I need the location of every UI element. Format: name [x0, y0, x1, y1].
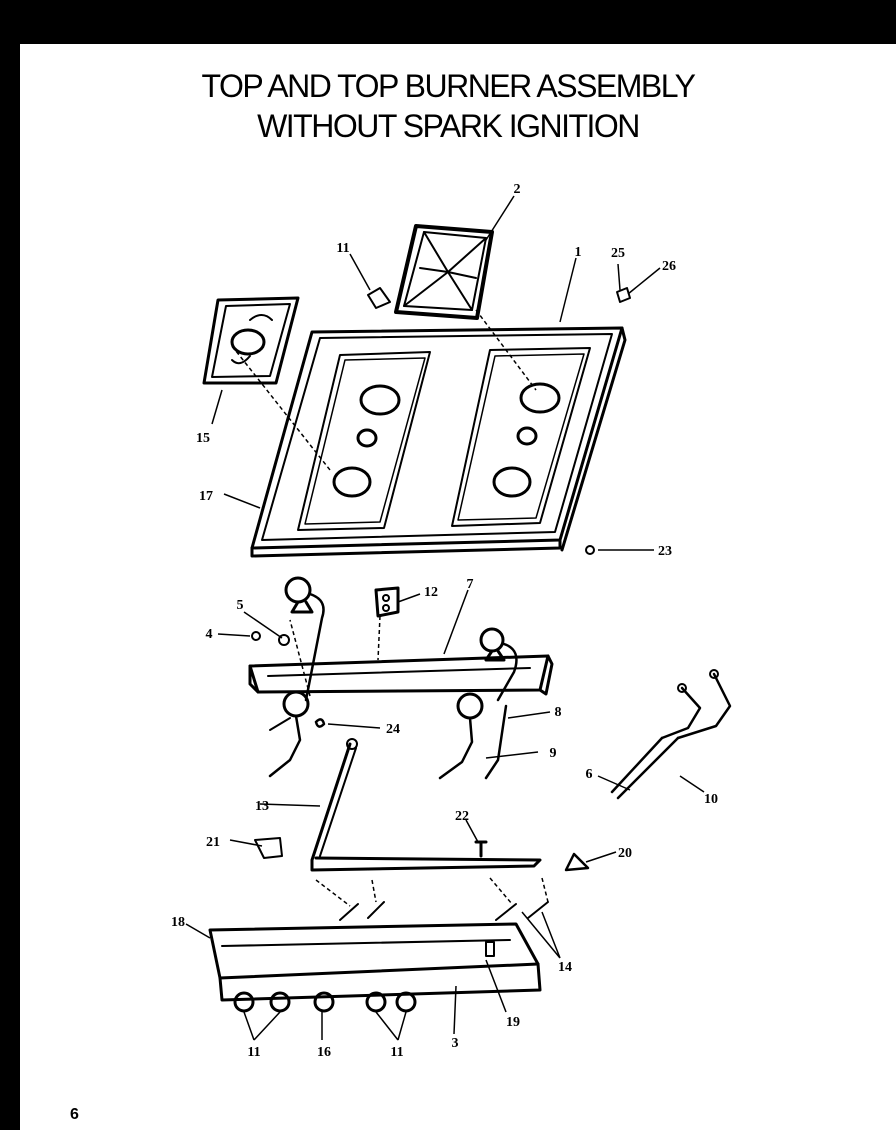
callout-22: 21: [206, 835, 220, 850]
cooktop-top-panel: [250, 326, 627, 558]
bracket-22: [254, 837, 283, 859]
callout-1: 1: [575, 245, 582, 260]
callout-11-left: 11: [247, 1045, 260, 1060]
burner-grate: [394, 224, 494, 320]
valves-15: [339, 901, 549, 921]
callout-24: 23: [658, 544, 672, 559]
callout-26: 25: [611, 246, 625, 261]
callout-labels: 2 1 11 25 26 15 17 23 12 7 5 4 24 8 9 6 …: [171, 182, 718, 1060]
callout-12: 11: [336, 241, 349, 256]
diagram-title-line-1: TOP AND TOP BURNER ASSEMBLY: [201, 68, 696, 104]
burner-assembly-left: [268, 576, 325, 778]
scan-artifact-mark: [442, 14, 448, 21]
screw-23: [474, 840, 488, 858]
leader-lines: [185, 195, 705, 1041]
callout-16: 15: [196, 431, 210, 446]
bumper-24: [585, 545, 595, 555]
burner-support-bracket: [248, 654, 554, 696]
callout-25: 24: [386, 722, 400, 737]
diagram-sheet: [20, 44, 896, 1130]
callout-2: 2: [514, 182, 521, 197]
callout-15: 14: [558, 960, 572, 975]
callout-3: 3: [452, 1036, 459, 1051]
clip-21: [564, 852, 590, 872]
callout-14: 13: [255, 799, 269, 814]
callout-18: 17: [199, 489, 213, 504]
callout-11-right: 11: [390, 1045, 403, 1060]
page-number: 6: [70, 1106, 79, 1123]
screw-27: [616, 287, 631, 303]
callout-13: 12: [424, 585, 438, 600]
callout-27: 26: [662, 259, 676, 274]
drip-pan: [202, 296, 300, 385]
valve-13: [374, 586, 400, 618]
callout-17: 16: [317, 1045, 331, 1060]
control-knobs: [233, 991, 417, 1013]
front-panel: [208, 922, 542, 1002]
clip-12: [367, 287, 391, 309]
callout-9: 9: [550, 746, 557, 761]
diagram-title-line-2: WITHOUT SPARK IGNITION: [257, 108, 640, 144]
callout-21: 20: [618, 846, 632, 861]
callout-23: 22: [455, 809, 469, 824]
orifice-5: [278, 634, 290, 646]
callout-5: 5: [237, 598, 244, 613]
spring-25: [314, 718, 326, 728]
manifold-pipe: [310, 738, 542, 872]
callout-8: 8: [555, 705, 562, 720]
callout-7: 7: [467, 577, 474, 592]
burner-assembly-right: [438, 627, 518, 780]
callout-20: 19: [506, 1015, 520, 1030]
callout-19: 18: [171, 915, 185, 930]
scan-artifact-mark: [535, 34, 539, 38]
pilot-tubing-10: [610, 669, 732, 800]
callout-10: 10: [704, 792, 718, 807]
callout-4: 4: [206, 627, 213, 642]
callout-6: 6: [586, 767, 593, 782]
nut-4: [251, 631, 261, 641]
